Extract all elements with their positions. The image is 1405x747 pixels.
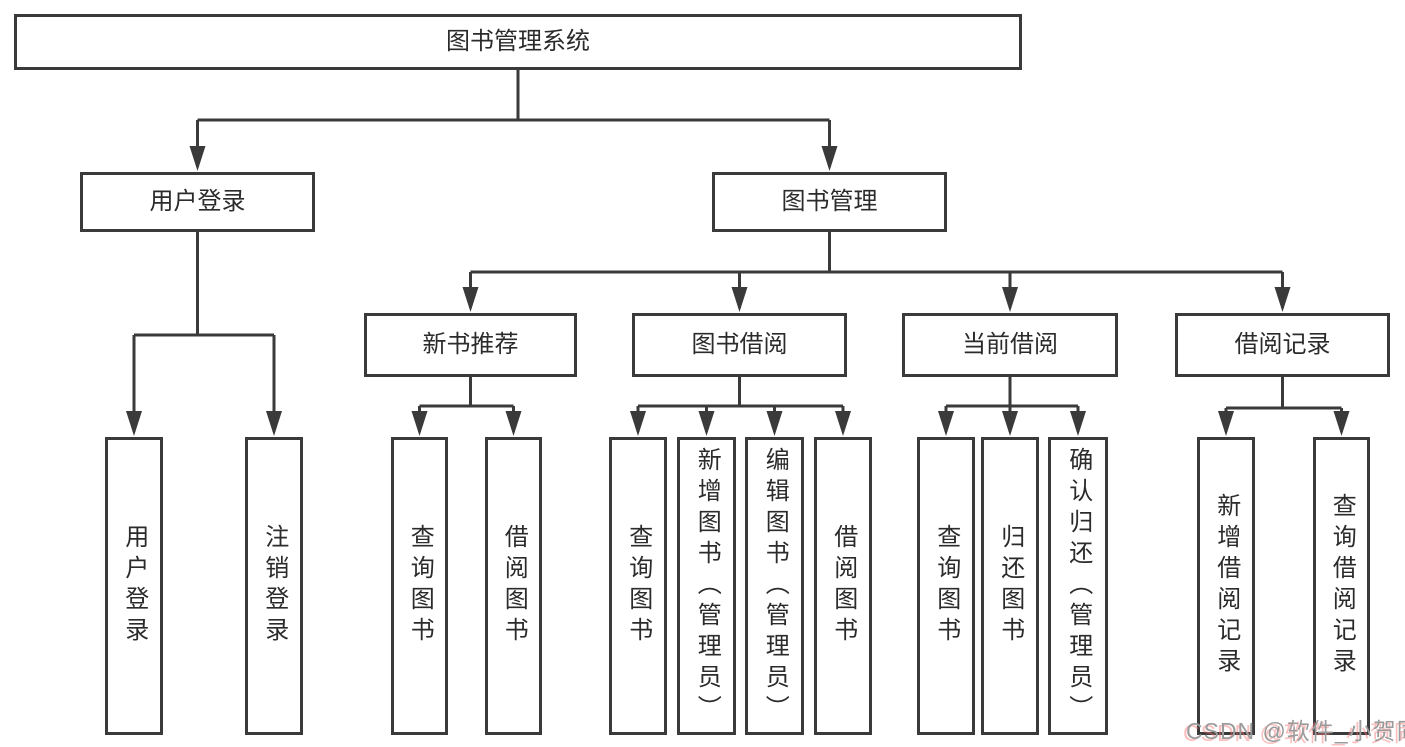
arrowhead-icon [1002, 287, 1018, 312]
node-label-login: 用户登录 [149, 188, 246, 216]
arrowhead-icon [1070, 411, 1086, 436]
node-v-login: 用户登录 [105, 437, 163, 735]
edge-login [132, 232, 276, 432]
node-v-bw-query: 查询图书 [609, 437, 667, 735]
arrowhead-icon [835, 411, 851, 436]
node-v-bw-add: 新增图书（管理员） [677, 437, 736, 735]
node-v-rec-query: 查询借阅记录 [1313, 437, 1370, 735]
node-label-v-rec-add: 新增借阅记录 [1212, 493, 1240, 679]
node-mgmt: 图书管理 [712, 172, 947, 232]
edge-borrow [636, 377, 845, 432]
node-label-v-cur-return: 归还图书 [996, 524, 1024, 648]
node-label-v-logout: 注销登录 [260, 524, 288, 648]
node-label-root: 图书管理系统 [446, 28, 590, 56]
node-v-nr-borrow: 借阅图书 [485, 437, 542, 735]
arrowhead-icon [731, 287, 748, 312]
node-label-mgmt: 图书管理 [781, 188, 878, 216]
edge-newrec [418, 377, 515, 432]
arrowhead-icon [821, 146, 838, 171]
node-label-v-bw-query: 查询图书 [624, 524, 652, 648]
arrowhead-icon [266, 411, 282, 436]
arrowhead-icon [1274, 287, 1291, 312]
arrowhead-icon [1218, 411, 1234, 436]
node-v-bw-edit: 编辑图书（管理员） [745, 437, 804, 735]
node-label-v-bw-edit: 编辑图书（管理员） [761, 446, 789, 726]
arrowhead-icon [630, 411, 646, 436]
node-newrec: 新书推荐 [364, 313, 577, 377]
node-label-newrec: 新书推荐 [422, 331, 519, 359]
arrowhead-icon [766, 411, 783, 436]
node-label-current: 当前借阅 [962, 331, 1058, 359]
node-label-v-bw-add: 新增图书（管理员） [693, 446, 721, 726]
edge-records [1224, 377, 1343, 432]
node-label-v-rec-query: 查询借阅记录 [1328, 493, 1356, 679]
node-records: 借阅记录 [1175, 313, 1390, 377]
watermark: CSDN @软件_小贺同学 [1186, 718, 1405, 744]
arrowhead-icon [126, 411, 142, 436]
node-label-v-cur-query: 查询图书 [932, 524, 960, 648]
node-v-logout: 注销登录 [245, 437, 303, 735]
node-v-cur-return: 归还图书 [981, 437, 1039, 735]
node-v-cur-query: 查询图书 [917, 437, 975, 735]
arrowhead-icon [1333, 411, 1350, 436]
node-label-v-cur-confirm: 确认归还（管理员） [1064, 446, 1092, 726]
arrowhead-icon [411, 411, 428, 436]
edge-root [196, 70, 831, 167]
node-label-borrow: 图书借阅 [691, 331, 788, 359]
node-label-records: 借阅记录 [1234, 331, 1331, 359]
edge-mgmt [469, 232, 1284, 308]
node-v-rec-add: 新增借阅记录 [1197, 437, 1255, 735]
node-root: 图书管理系统 [14, 14, 1022, 70]
node-label-v-nr-borrow: 借阅图书 [500, 524, 528, 648]
arrowhead-icon [505, 411, 522, 436]
arrowhead-icon [189, 146, 206, 171]
node-borrow: 图书借阅 [632, 313, 847, 377]
arrowhead-icon [1002, 411, 1018, 436]
node-label-v-login: 用户登录 [120, 524, 148, 648]
node-label-v-nr-query: 查询图书 [406, 524, 434, 648]
node-v-bw-borrow: 借阅图书 [814, 437, 872, 735]
arrowhead-icon [698, 411, 715, 436]
node-current: 当前借阅 [902, 313, 1118, 377]
node-login: 用户登录 [80, 172, 315, 232]
node-v-cur-confirm: 确认归还（管理员） [1048, 437, 1108, 735]
arrowhead-icon [938, 411, 954, 436]
arrowhead-icon [462, 287, 479, 312]
node-v-nr-query: 查询图书 [391, 437, 448, 735]
node-label-v-bw-borrow: 借阅图书 [829, 524, 857, 648]
